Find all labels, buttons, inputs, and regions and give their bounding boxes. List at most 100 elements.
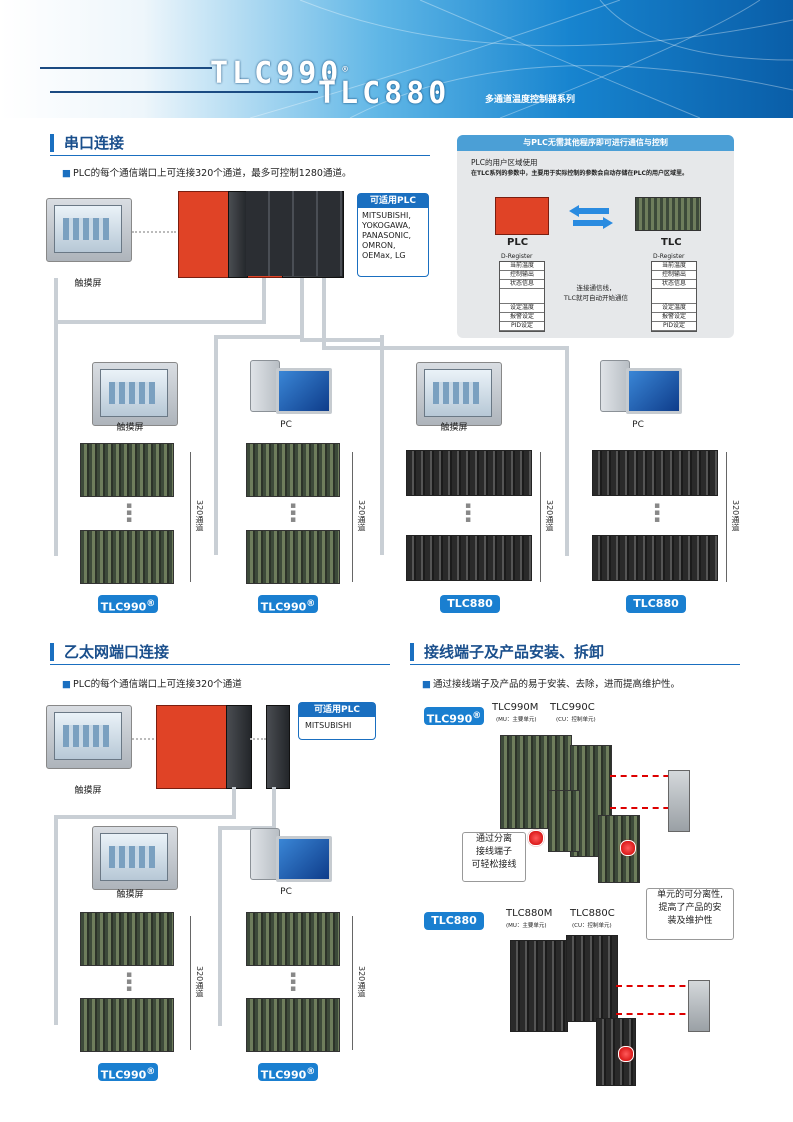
register-row: 当前温度	[652, 262, 696, 271]
tlc880-module	[406, 535, 532, 581]
cable	[300, 338, 384, 342]
register-row: PID设定	[500, 322, 544, 331]
cable	[565, 346, 569, 556]
tlc990-module	[246, 998, 340, 1052]
tlc990-module	[80, 998, 174, 1052]
tlc880c-label: TLC880C	[570, 908, 615, 919]
panel-line2: 在TLC系列的参数中，主要用于实际控制的参数会自动存储在PLC的用户区域里。	[471, 170, 688, 177]
plc-brand: YOKOGAWA,	[362, 221, 411, 230]
dreg-label: D-Register	[653, 253, 685, 260]
device-label: PC	[632, 420, 644, 430]
pc-tower	[600, 360, 630, 412]
cable	[322, 346, 568, 350]
device-label: 触摸屏	[116, 890, 144, 900]
tlc990m-sublabel: (MU：主要单元)	[496, 717, 537, 723]
panel-mid-text: 连接通信线， TLC就可自动开始通信	[553, 283, 639, 303]
terminal-block	[548, 790, 580, 852]
pc-tower	[250, 828, 280, 880]
banner-graphic	[40, 0, 793, 118]
panel-line1: PLC的用户区域使用	[471, 158, 538, 167]
plc-callout-title: 可适用PLC	[299, 703, 375, 717]
pc-monitor	[626, 368, 682, 414]
register-row: 控制输出	[500, 271, 544, 280]
channel-bracket	[352, 452, 353, 582]
header-banner: TLC990® TLC880 多通道温度控制器系列	[0, 0, 793, 118]
pc-tower	[250, 360, 280, 412]
ellipsis-dots: ▪▪▪	[464, 501, 472, 525]
dreg-label: D-Register	[501, 253, 533, 260]
register-row: 状态信息	[652, 280, 696, 289]
register-row	[652, 289, 696, 304]
panel-tlc-image	[635, 197, 701, 231]
tlc880-module	[406, 450, 532, 496]
cable	[300, 278, 304, 338]
tlc880-module	[592, 450, 718, 496]
tlc990c-label: TLC990C	[550, 702, 595, 713]
model-pill-tlc880: TLC880	[424, 912, 484, 930]
plc-callout: 可适用PLC MITSUBISHI, YOKOGAWA, PANASONIC, …	[357, 193, 429, 277]
cable	[54, 320, 266, 324]
touch-screen-label: 触摸屏	[74, 279, 102, 289]
ethernet-bullet: PLC的每个通信端口上可连接320个通道	[62, 676, 242, 690]
cable	[218, 826, 222, 1026]
touch-screen	[92, 826, 178, 890]
tlc880c-sublabel: (CU：控制单元)	[572, 923, 612, 929]
note-line: 接线端子	[475, 847, 512, 857]
channel-bracket	[726, 452, 727, 582]
channel-count: 320通道	[357, 966, 366, 998]
register-row: 报警设定	[500, 313, 544, 322]
tlc880c-unit	[566, 935, 618, 1022]
divider	[50, 664, 390, 665]
channel-count: 320通道	[731, 500, 740, 532]
register-row: 设定温度	[652, 304, 696, 313]
section-heading-terminal: 接线端子及产品安装、拆卸	[410, 643, 604, 661]
touch-screen	[46, 198, 132, 262]
panel-title: 与PLC无需其他程序即可进行通信与控制	[457, 135, 734, 151]
plc-brand: MITSUBISHI	[305, 721, 352, 730]
panel-plc-image	[495, 197, 549, 235]
cable	[214, 335, 302, 339]
note-separability: 单元的可分离性, 提高了产品的安 装及维护性	[646, 888, 734, 940]
register-row	[500, 289, 544, 304]
model-pill-tlc990: TLC990®	[424, 707, 484, 726]
tlc990-module	[80, 530, 174, 584]
highlight-dot	[528, 830, 544, 846]
touch-screen	[46, 705, 132, 769]
model-pill-tlc990: TLC990®	[258, 1063, 318, 1082]
plc-callout: 可适用PLC MITSUBISHI	[298, 702, 376, 740]
channel-count: 320通道	[545, 500, 554, 532]
register-row: PID设定	[652, 322, 696, 331]
ellipsis-dots: ▪▪▪	[125, 501, 133, 525]
cable	[54, 815, 236, 819]
model-pill-tlc880: TLC880	[626, 595, 686, 613]
divider	[50, 155, 430, 156]
device-label: PC	[280, 420, 292, 430]
register-row: 设定温度	[500, 304, 544, 313]
tlc880m-unit	[510, 940, 568, 1032]
plc-ethernet-module	[226, 705, 252, 789]
ellipsis-dots: ▪▪▪	[653, 501, 661, 525]
cable	[218, 826, 276, 830]
note-line: 装及维护性	[667, 916, 713, 926]
detach-guide	[616, 985, 696, 1015]
touch-screen-label: 触摸屏	[74, 786, 102, 796]
pc-monitor	[276, 836, 332, 882]
plc-unit	[156, 705, 228, 789]
pc-monitor	[276, 368, 332, 414]
terminal-bullet: 通过接线端子及产品的易于安装、去除，进而提高维护性。	[422, 676, 680, 690]
touch-screen	[92, 362, 178, 426]
device-label: 触摸屏	[116, 423, 144, 433]
ellipsis-dots: ▪▪▪	[289, 970, 297, 994]
register-row: 报警设定	[652, 313, 696, 322]
tlc-register-table: 当前温度 控制输出 状态信息 设定温度 报警设定 PID设定	[651, 261, 697, 332]
divider	[410, 664, 740, 665]
plc-info-panel: 与PLC无需其他程序即可进行通信与控制 PLC的用户区域使用 在TLC系列的参数…	[457, 135, 734, 338]
channel-bracket	[540, 452, 541, 582]
model-pill-tlc990: TLC990®	[258, 595, 318, 614]
note-line: 提高了产品的安	[658, 903, 722, 913]
header-subtitle: 多通道温度控制器系列	[485, 95, 576, 105]
title-tlc880: TLC880	[318, 76, 451, 111]
plc-ethernet-module	[266, 705, 290, 789]
model-pill-tlc880: TLC880	[440, 595, 500, 613]
tlc880m-label: TLC880M	[506, 908, 553, 919]
